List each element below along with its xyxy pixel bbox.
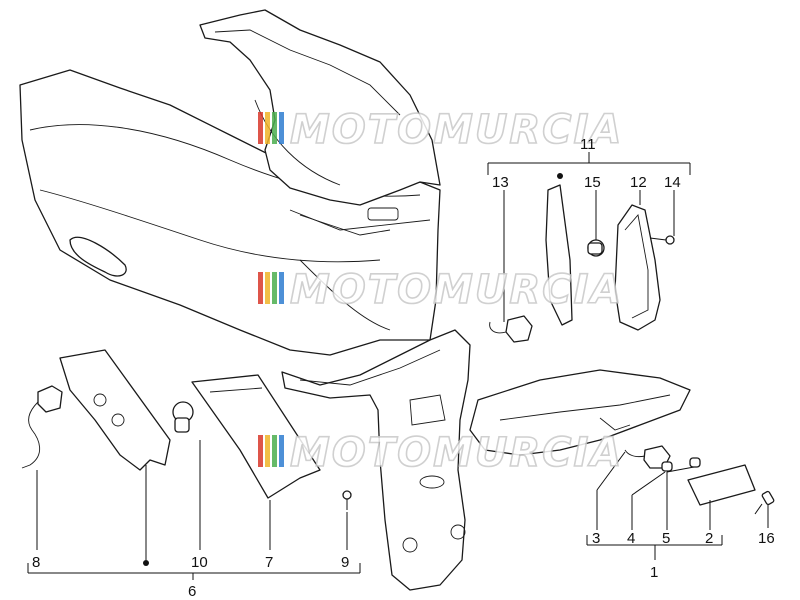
watermark-stripe bbox=[279, 272, 284, 304]
watermark-stripe bbox=[258, 272, 263, 304]
under-seat-frame bbox=[199, 9, 441, 236]
shield-plate bbox=[59, 349, 171, 471]
callout-10: 10 bbox=[191, 554, 208, 571]
watermark-stripe bbox=[272, 112, 277, 144]
screw-14 bbox=[649, 235, 675, 245]
watermark-stripe bbox=[279, 112, 284, 144]
license-plate-holder bbox=[469, 369, 691, 456]
leader-lines bbox=[27, 152, 769, 580]
watermark-text: MOTOMURCIA bbox=[290, 107, 623, 153]
watermark-stripes bbox=[258, 112, 284, 144]
reflector bbox=[191, 374, 321, 499]
callout-15: 15 bbox=[584, 174, 601, 191]
callout-16: 16 bbox=[758, 530, 775, 547]
bulb-top bbox=[587, 239, 605, 257]
lamp-socket-left bbox=[21, 385, 63, 469]
callout-12: 12 bbox=[630, 174, 647, 191]
callout-6: 6 bbox=[188, 583, 196, 600]
callout-4: 4 bbox=[627, 530, 635, 547]
watermark-bottom: MOTOMURCIA bbox=[258, 429, 623, 477]
watermark-middle: MOTOMURCIA bbox=[258, 266, 623, 314]
watermark-stripe bbox=[265, 112, 270, 144]
dot-marker-13 bbox=[557, 173, 563, 179]
watermark-stripe bbox=[279, 435, 284, 467]
callout-3: 3 bbox=[592, 530, 600, 547]
watermark-stripe bbox=[265, 272, 270, 304]
watermark-text: MOTOMURCIA bbox=[290, 430, 623, 476]
watermark-stripe bbox=[272, 272, 277, 304]
screw-16 bbox=[754, 490, 775, 515]
dot-marker-8 bbox=[143, 560, 149, 566]
callout-8: 8 bbox=[32, 554, 40, 571]
watermark-stripe bbox=[258, 112, 263, 144]
watermark-stripe bbox=[258, 435, 263, 467]
callout-9: 9 bbox=[341, 554, 349, 571]
callout-5: 5 bbox=[662, 530, 670, 547]
watermark-stripes bbox=[258, 435, 284, 467]
bulb-small-a bbox=[661, 461, 673, 472]
callout-11: 11 bbox=[580, 136, 596, 153]
side-reflector-lens bbox=[614, 204, 661, 331]
callout-13: 13 bbox=[492, 174, 509, 191]
bulb-left bbox=[172, 401, 194, 433]
lamp-bracket bbox=[545, 184, 573, 326]
watermark-stripes bbox=[258, 272, 284, 304]
watermark-text: MOTOMURCIA bbox=[290, 267, 623, 313]
watermark-stripe bbox=[272, 435, 277, 467]
callout-1: 1 bbox=[650, 564, 658, 581]
rear-mudguard bbox=[281, 329, 471, 591]
callout-14: 14 bbox=[664, 174, 681, 191]
callout-2: 2 bbox=[705, 530, 713, 547]
watermark-top: MOTOMURCIA bbox=[258, 106, 623, 154]
callout-labels: 11 13 15 12 14 8 10 7 9 6 3 4 5 2 16 1 bbox=[32, 136, 775, 600]
screw-9 bbox=[342, 490, 352, 510]
lamp-socket-top bbox=[489, 315, 533, 343]
watermark-stripe bbox=[265, 435, 270, 467]
rear-reflector-right bbox=[687, 464, 756, 506]
callout-7: 7 bbox=[265, 554, 273, 571]
bulb-small-b bbox=[689, 457, 701, 468]
